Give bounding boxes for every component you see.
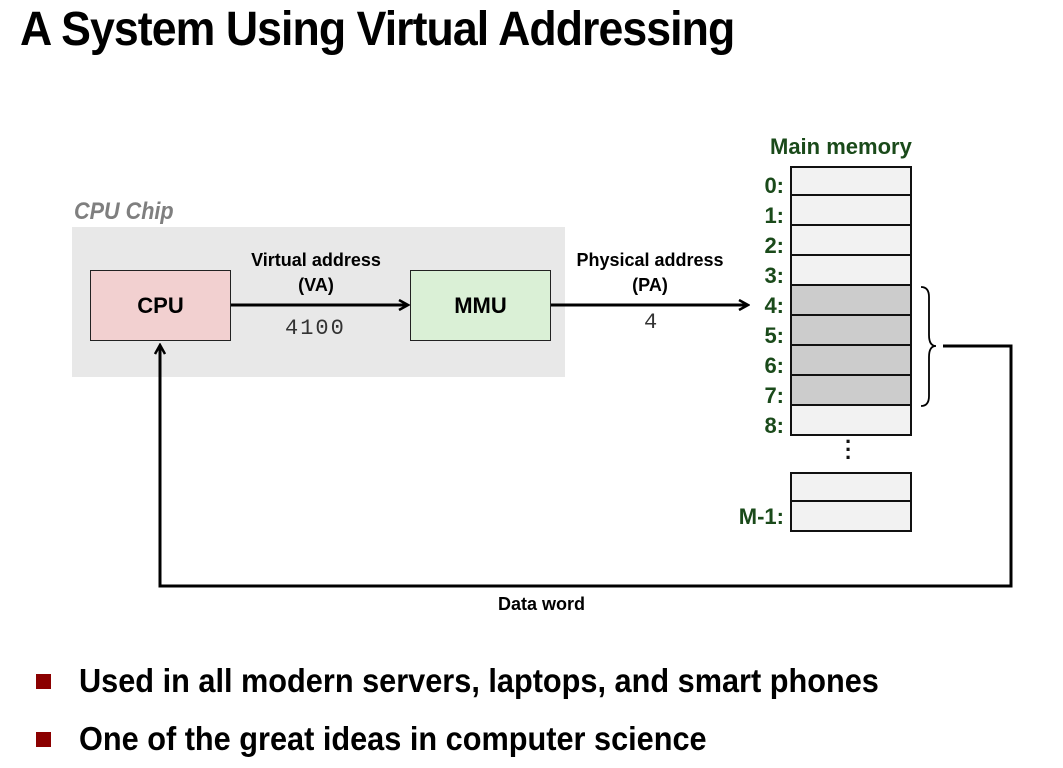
memory-address-4: 4:: [764, 293, 784, 318]
main-memory-title: Main memory: [770, 134, 912, 159]
physical-address-label: Physical address (PA): [576, 250, 724, 295]
memory-cells-top: [790, 166, 912, 436]
cpu-label: CPU: [137, 292, 184, 318]
memory-address-6: 6:: [764, 353, 784, 378]
cpu-box: CPU: [90, 270, 231, 341]
memory-address-7: 7:: [764, 383, 784, 408]
memory-cell-m-2: [790, 472, 912, 502]
memory-cell-3: [790, 256, 912, 286]
data-word-path: [160, 345, 1013, 588]
memory-ellipsis: ···: [845, 429, 853, 470]
memory-address-5: 5:: [764, 323, 784, 348]
memory-address-2: 2:: [764, 233, 784, 258]
memory-address-0: 0:: [764, 173, 784, 198]
memory-address-m-1: M-1:: [738, 504, 784, 529]
mmu-label: MMU: [454, 292, 507, 318]
slide-title: A System Using Virtual Addressing: [20, 3, 735, 56]
memory-address-3: 3:: [764, 263, 784, 288]
memory-cell-4: [790, 286, 912, 316]
mmu-box: MMU: [410, 270, 551, 341]
memory-cell-m-1: [790, 502, 912, 532]
memory-cell-5: [790, 316, 912, 346]
memory-cells-bottom: [790, 472, 912, 532]
memory-cell-6: [790, 346, 912, 376]
memory-cell-8: [790, 406, 912, 436]
bullet-item: One of the great ideas in computer scien…: [36, 710, 939, 768]
memory-address-8: 8:: [764, 413, 784, 438]
virtual-address-label: Virtual address (VA): [251, 250, 381, 295]
bullet-list: Used in all modern servers, laptops, and…: [36, 652, 939, 768]
data-word-label: Data word: [498, 594, 586, 614]
virtual-address-value: 4100: [285, 316, 346, 341]
physical-address-value: 4: [644, 310, 658, 335]
memory-address-1: 1:: [764, 203, 784, 228]
bullet-item: Used in all modern servers, laptops, and…: [36, 652, 939, 710]
memory-cell-1: [790, 196, 912, 226]
memory-cell-0: [790, 166, 912, 196]
memory-brace: [920, 286, 937, 407]
memory-cell-2: [790, 226, 912, 256]
bullet-square-icon: [36, 673, 51, 689]
cpu-chip-label: CPU Chip: [74, 198, 174, 225]
memory-cell-7: [790, 376, 912, 406]
bullet-square-icon: [36, 731, 51, 747]
